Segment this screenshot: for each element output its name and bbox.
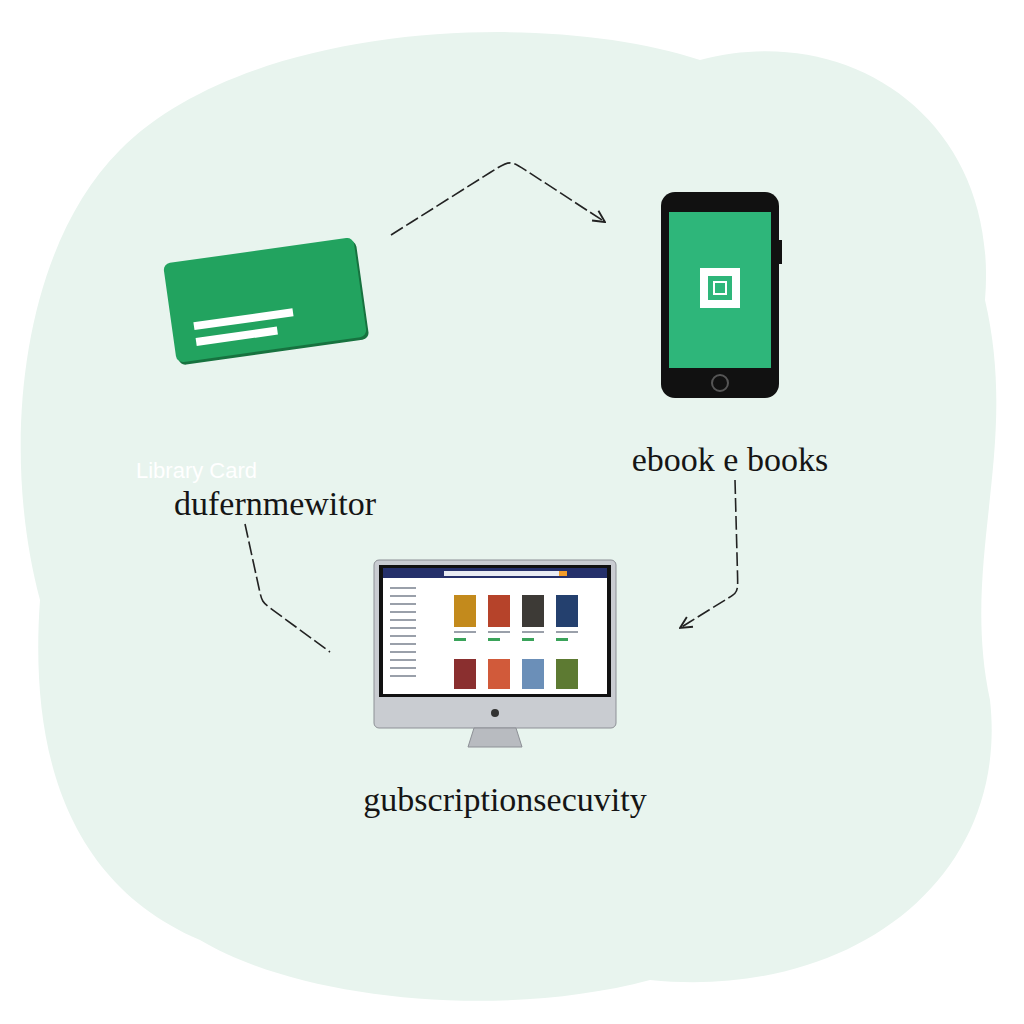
- monitor-icon: [330, 555, 680, 780]
- book-line: [556, 631, 578, 633]
- sidebar-line: [390, 635, 416, 637]
- search-button: [559, 571, 567, 576]
- sidebar-line: [390, 659, 416, 661]
- curved-arrow: [680, 480, 738, 628]
- phone-body: [661, 192, 779, 398]
- card-node: Library Carddufernmewitor: [120, 235, 430, 524]
- book-cover: [556, 659, 578, 689]
- phone-illustration: [605, 185, 855, 440]
- monitor-frame: [374, 560, 616, 728]
- monitor-screen: [383, 568, 607, 694]
- card-bar: [196, 327, 278, 346]
- book-line: [488, 631, 510, 633]
- book-button: [522, 638, 534, 641]
- caption-label: ebook e books: [605, 440, 855, 480]
- background-blob: [21, 32, 997, 1001]
- book-button: [556, 638, 568, 641]
- curved-arrow: [391, 163, 605, 235]
- home-button: [712, 375, 728, 391]
- caption-label: dufernmewitor: [120, 484, 430, 524]
- book-cover: [556, 595, 578, 627]
- monitor-stand: [468, 728, 522, 747]
- library-card: [163, 237, 367, 363]
- book-line: [454, 631, 476, 633]
- monitor-node: gubscriptionsecuvity: [330, 555, 680, 820]
- card-illustration: [120, 235, 430, 438]
- phone-button: [779, 240, 782, 264]
- sidebar-line: [390, 619, 416, 621]
- book-cover: [522, 595, 544, 627]
- sidebar-line: [390, 667, 416, 669]
- book-button: [488, 638, 500, 641]
- sidebar-line: [390, 587, 416, 589]
- sidebar-line: [390, 643, 416, 645]
- book-line: [522, 631, 544, 633]
- curved-arrow: [245, 524, 330, 652]
- sidebar-line: [390, 603, 416, 605]
- app-icon-inner: [708, 276, 732, 300]
- book-cover: [454, 659, 476, 689]
- book-cover: [488, 659, 510, 689]
- sidebar-line: [390, 651, 416, 653]
- monitor-illustration: [330, 555, 680, 780]
- book-cover: [488, 595, 510, 627]
- sidebar-line: [390, 595, 416, 597]
- phone-node: ebook e books: [605, 185, 855, 480]
- phone-icon: [605, 185, 855, 440]
- sidebar-line: [390, 627, 416, 629]
- sidebar-line: [390, 611, 416, 613]
- card-title: Library Card: [120, 438, 430, 484]
- book-cover: [522, 659, 544, 689]
- search-bar: [444, 571, 564, 576]
- app-icon: [700, 268, 740, 308]
- book-button: [454, 638, 466, 641]
- card-bar: [193, 308, 293, 330]
- site-header: [383, 568, 607, 578]
- book-cover: [454, 595, 476, 627]
- phone-screen: [669, 212, 771, 368]
- sidebar-line: [390, 675, 416, 677]
- monitor-logo: [491, 709, 499, 717]
- app-icon-mark: [714, 282, 726, 294]
- caption-label: gubscriptionsecuvity: [330, 780, 680, 820]
- monitor-bezel: [379, 565, 611, 697]
